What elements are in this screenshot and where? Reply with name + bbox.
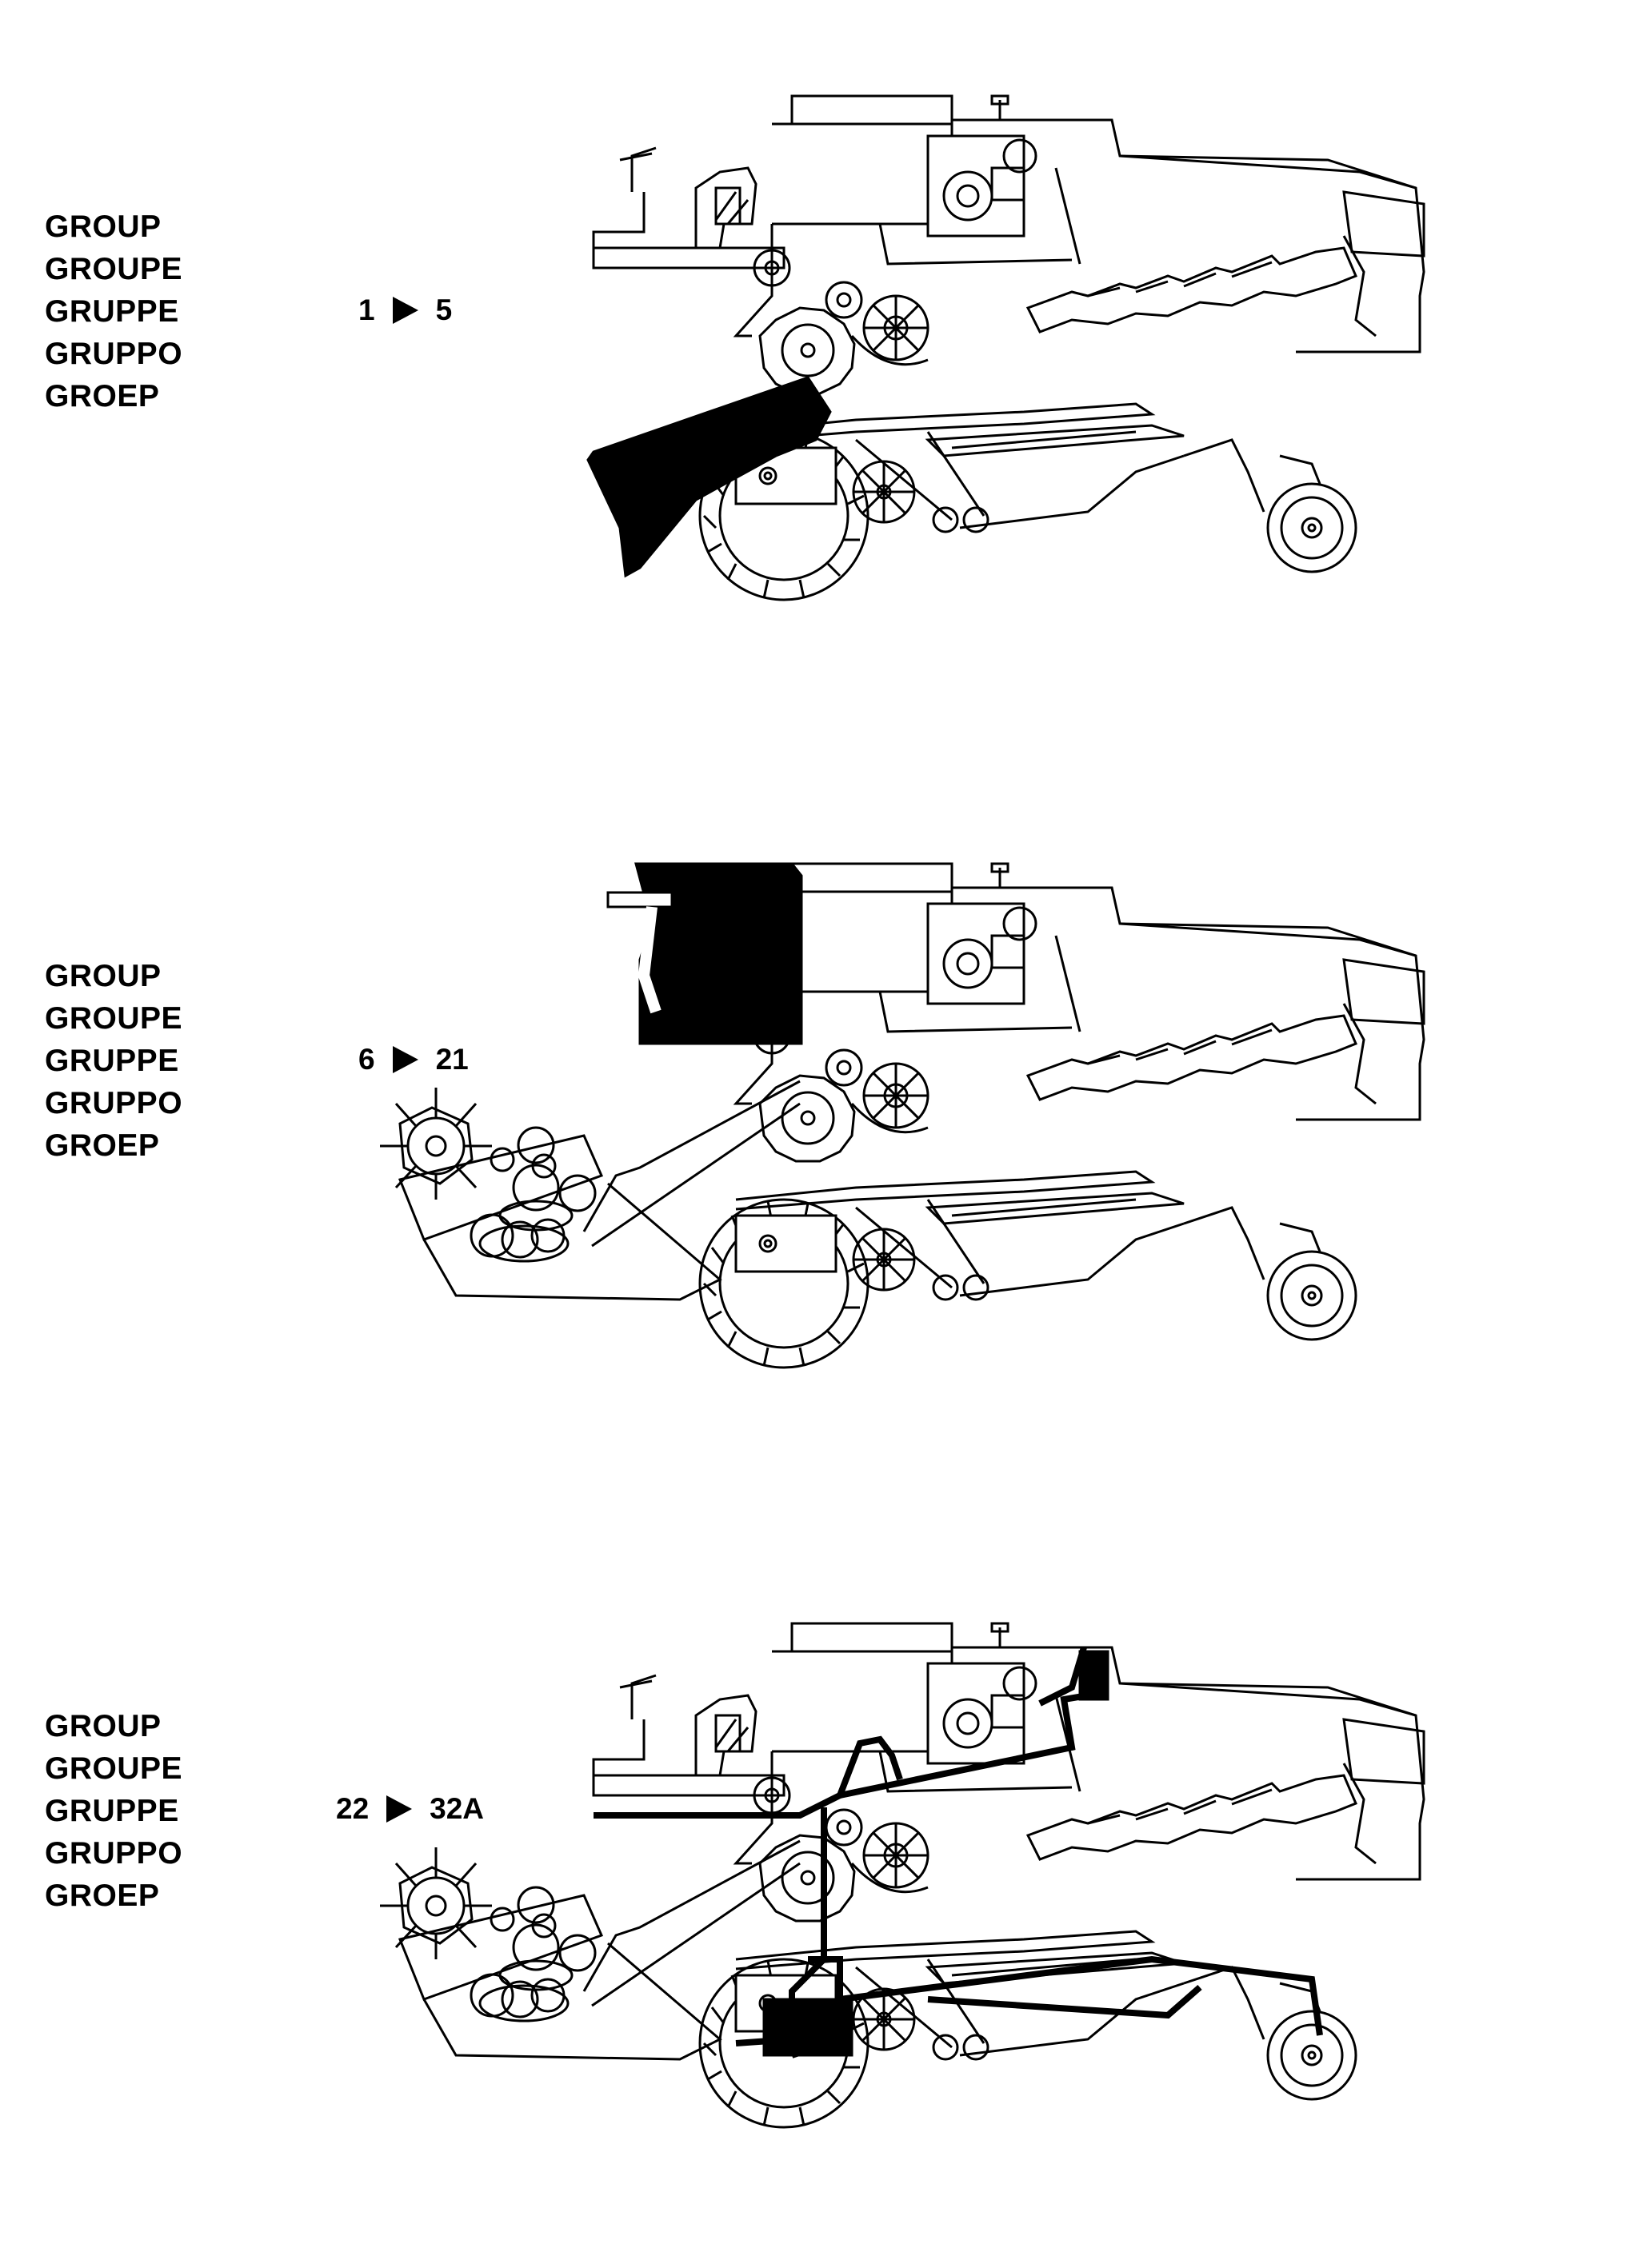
range-to: 21 bbox=[435, 1043, 469, 1076]
hydraulic-lines-highlight bbox=[594, 1646, 1323, 2058]
label-fr: GROUPE bbox=[45, 1001, 183, 1036]
range-from: 1 bbox=[358, 293, 375, 326]
triangle-right-icon bbox=[392, 1046, 418, 1073]
group-range: 6 21 bbox=[358, 1043, 469, 1076]
group-section-3: GROUP GROUPE GRUPPE GRUPPO GROEP 22 32A bbox=[0, 1503, 1635, 2223]
label-en: GROUP bbox=[45, 959, 162, 993]
group-labels: GROUP GROUPE GRUPPE GRUPPO GROEP bbox=[45, 206, 182, 417]
label-fr: GROUPE bbox=[45, 252, 183, 286]
range-from: 6 bbox=[358, 1043, 375, 1076]
header-elevator-highlight bbox=[586, 376, 832, 578]
combine-harvester-drawing bbox=[378, 862, 1425, 1369]
combine-harvester-drawing bbox=[378, 1622, 1425, 2129]
group-range: 22 32A bbox=[336, 1792, 484, 1826]
label-fr: GROUPE bbox=[45, 1751, 183, 1786]
range-to: 32A bbox=[430, 1792, 485, 1825]
range-from: 22 bbox=[336, 1792, 370, 1825]
label-it: GRUPPO bbox=[45, 1836, 183, 1871]
group-range: 1 5 bbox=[358, 293, 452, 327]
label-de: GRUPPE bbox=[45, 1044, 179, 1078]
label-en: GROUP bbox=[45, 1709, 162, 1743]
combine-harvester-drawing bbox=[586, 94, 1425, 601]
range-to: 5 bbox=[435, 293, 453, 326]
label-en: GROUP bbox=[45, 210, 162, 244]
label-nl: GROEP bbox=[45, 1128, 160, 1163]
label-it: GRUPPO bbox=[45, 1086, 183, 1120]
label-de: GRUPPE bbox=[45, 294, 179, 329]
label-nl: GROEP bbox=[45, 1879, 160, 1913]
triangle-right-icon bbox=[392, 297, 418, 324]
group-labels: GROUP GROUPE GRUPPE GRUPPO GROEP bbox=[45, 1705, 182, 1917]
group-labels: GROUP GROUPE GRUPPE GRUPPO GROEP bbox=[45, 955, 182, 1167]
label-nl: GROEP bbox=[45, 379, 160, 413]
group-section-1: GROUP GROUPE GRUPPE GRUPPO GROEP 1 5 bbox=[0, 0, 1635, 720]
cab-highlight bbox=[606, 862, 803, 1045]
label-it: GRUPPO bbox=[45, 337, 183, 371]
label-de: GRUPPE bbox=[45, 1794, 179, 1828]
triangle-right-icon bbox=[386, 1795, 413, 1823]
group-section-2: GROUP GROUPE GRUPPE GRUPPO GROEP 6 21 bbox=[0, 752, 1635, 1471]
